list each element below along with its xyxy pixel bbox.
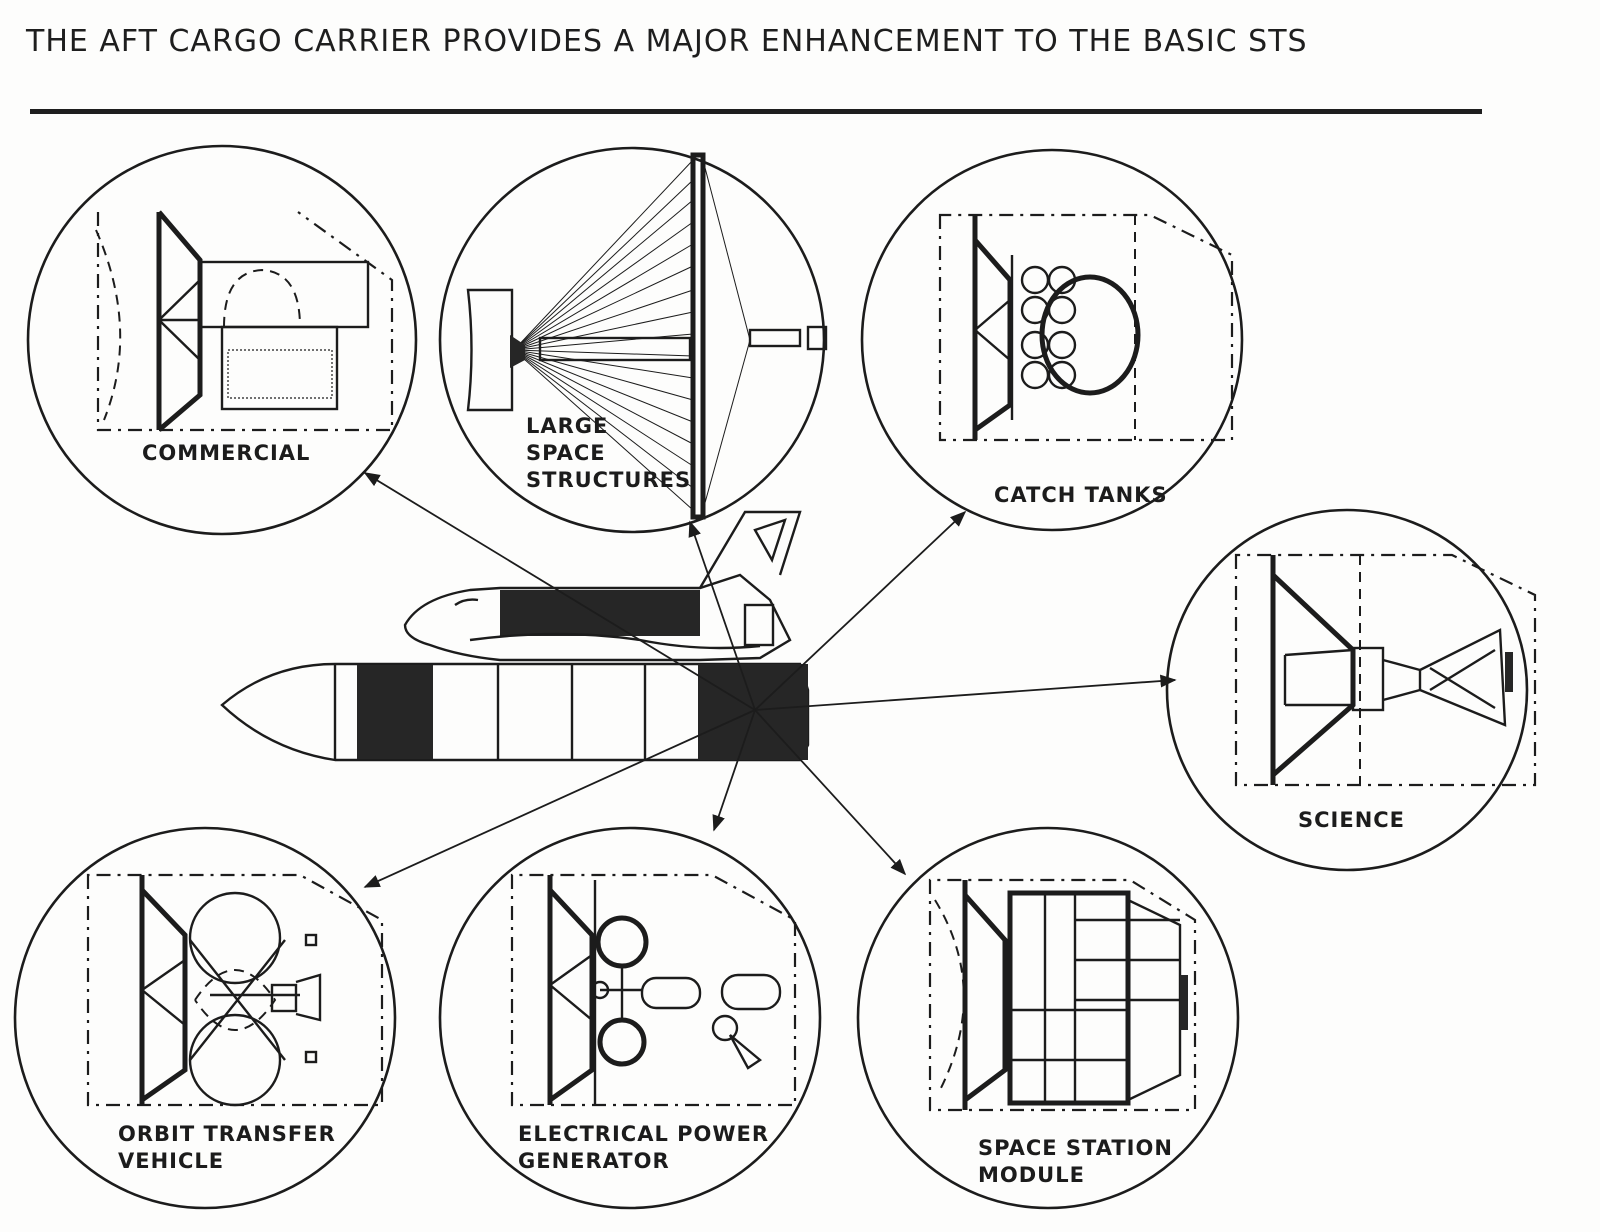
arrow-catch-tanks [754,510,967,711]
arrow-electrical-power-generator [712,709,756,832]
external-tank [220,662,810,762]
arrow-science [754,674,1177,711]
arrow-commercial [363,472,756,711]
large-space-structures-panel: LARGE SPACE STRUCTURES [438,146,828,534]
orbit-transfer-vehicle-label: ORBIT TRANSFER VEHICLE [118,1122,344,1173]
catch-tanks-panel: CATCH TANKS [860,148,1244,532]
large-space-structures-label: LARGE SPACE STRUCTURES [526,414,691,492]
electrical-power-generator-panel: ELECTRICAL POWER GENERATOR [438,826,822,1210]
shuttle-stack [220,510,810,762]
connector-arrows [363,472,1177,888]
science-label: SCIENCE [1298,808,1405,832]
orbit-transfer-vehicle-panel: ORBIT TRANSFER VEHICLE [13,826,397,1210]
science-panel: SCIENCE [1165,508,1537,872]
title-rule [30,109,1482,114]
page-title: THE AFT CARGO CARRIER PROVIDES A MAJOR E… [26,24,1308,59]
commercial-label: COMMERCIAL [142,441,310,465]
arrow-large-space-structures [688,520,756,711]
arrow-space-station-module [754,709,907,876]
space-station-module-panel: SPACE STATION MODULE [856,826,1240,1210]
arrow-orbit-transfer-vehicle [363,709,756,888]
commercial-panel: COMMERCIAL [26,144,418,536]
catch-tanks-label: CATCH TANKS [994,483,1168,507]
space-station-module-label: SPACE STATION MODULE [978,1136,1181,1187]
electrical-power-generator-label: ELECTRICAL POWER GENERATOR [518,1122,777,1173]
